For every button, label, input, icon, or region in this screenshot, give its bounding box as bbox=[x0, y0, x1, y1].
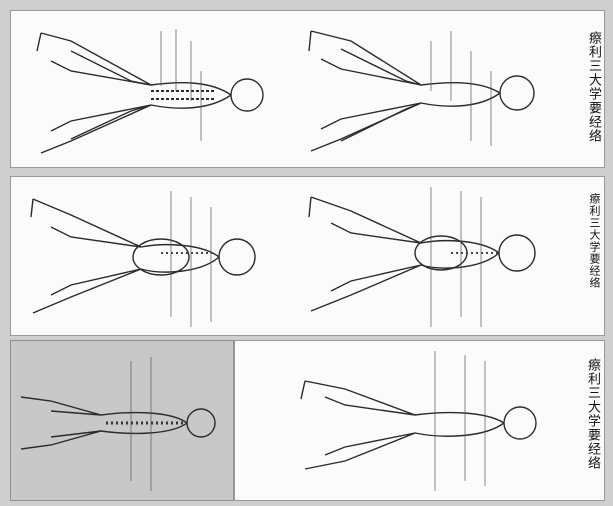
panel-caption-3: 瘵利三大学要经络 bbox=[581, 358, 599, 470]
arm-outline-lower bbox=[41, 95, 231, 153]
leg-outline bbox=[71, 51, 151, 139]
arm-outline-upper bbox=[37, 33, 231, 95]
body-diagrams-row-2 bbox=[11, 177, 604, 335]
chart-panel-3: 瘵利三大学要经络 bbox=[10, 340, 603, 499]
panel-caption-1: 瘵利三大学要经络 bbox=[582, 31, 600, 143]
body-diagrams-row-1 bbox=[11, 11, 604, 167]
chart-panel-2: 瘵利三大学要经络 bbox=[10, 176, 605, 336]
shaded-figure-box bbox=[10, 340, 234, 501]
figure-box-right bbox=[234, 340, 605, 501]
chart-panel-1: 瘵利三大学要经络 bbox=[10, 10, 605, 168]
head-outline bbox=[231, 79, 263, 111]
panel-caption-2: 瘵利三大学要经络 bbox=[582, 193, 600, 289]
